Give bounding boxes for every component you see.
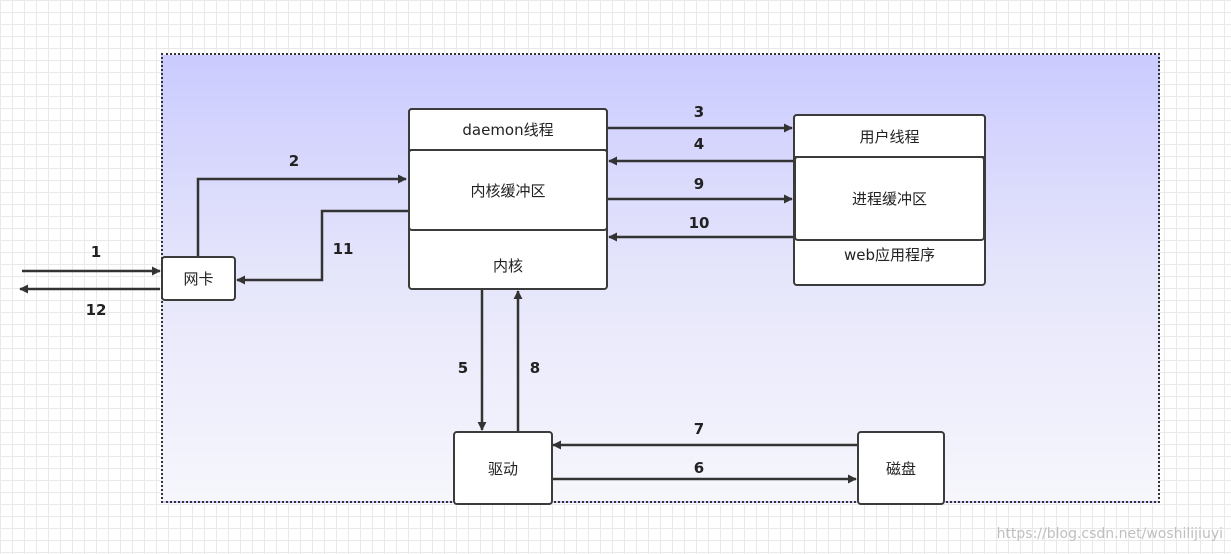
edge-label-11: 11 [332,240,354,258]
watermark: https://blog.csdn.net/woshilijiuyi [996,526,1223,542]
process-buffer-box: 进程缓冲区 [794,156,985,241]
daemon-thread-box: daemon线程 [408,108,608,151]
edge-label-8: 8 [529,359,541,377]
edge-label-9: 9 [693,175,705,193]
process-buffer-label: 进程缓冲区 [851,190,927,208]
edge-label-3: 3 [693,103,705,121]
disk-box: 磁盘 [857,431,945,505]
web-app-label: web应用程序 [843,246,936,264]
edge-label-5: 5 [457,359,469,377]
kernel-buffer-box: 内核缓冲区 [408,149,608,231]
edge-label-10: 10 [688,214,710,232]
edge-label-1: 1 [90,243,102,261]
nic-label: 网卡 [183,270,214,288]
edge-2-arrow [196,174,407,256]
kernel-buffer-label: 内核缓冲区 [470,181,546,200]
edge-label-12: 12 [85,301,107,319]
edge-label-6: 6 [693,459,705,477]
user-thread-label: 用户线程 [859,127,920,146]
driver-label: 驱动 [487,459,518,478]
edge-label-4: 4 [693,135,705,153]
disk-label: 磁盘 [885,459,916,478]
edge-label-2: 2 [288,152,300,170]
driver-box: 驱动 [453,431,553,505]
user-thread-box: 用户线程 [793,114,986,158]
daemon-thread-label: daemon线程 [462,121,554,139]
nic-box: 网卡 [161,256,236,301]
kernel-label: 内核 [492,257,523,275]
edge-label-7: 7 [693,420,705,438]
edge-11-arrow [236,209,408,285]
